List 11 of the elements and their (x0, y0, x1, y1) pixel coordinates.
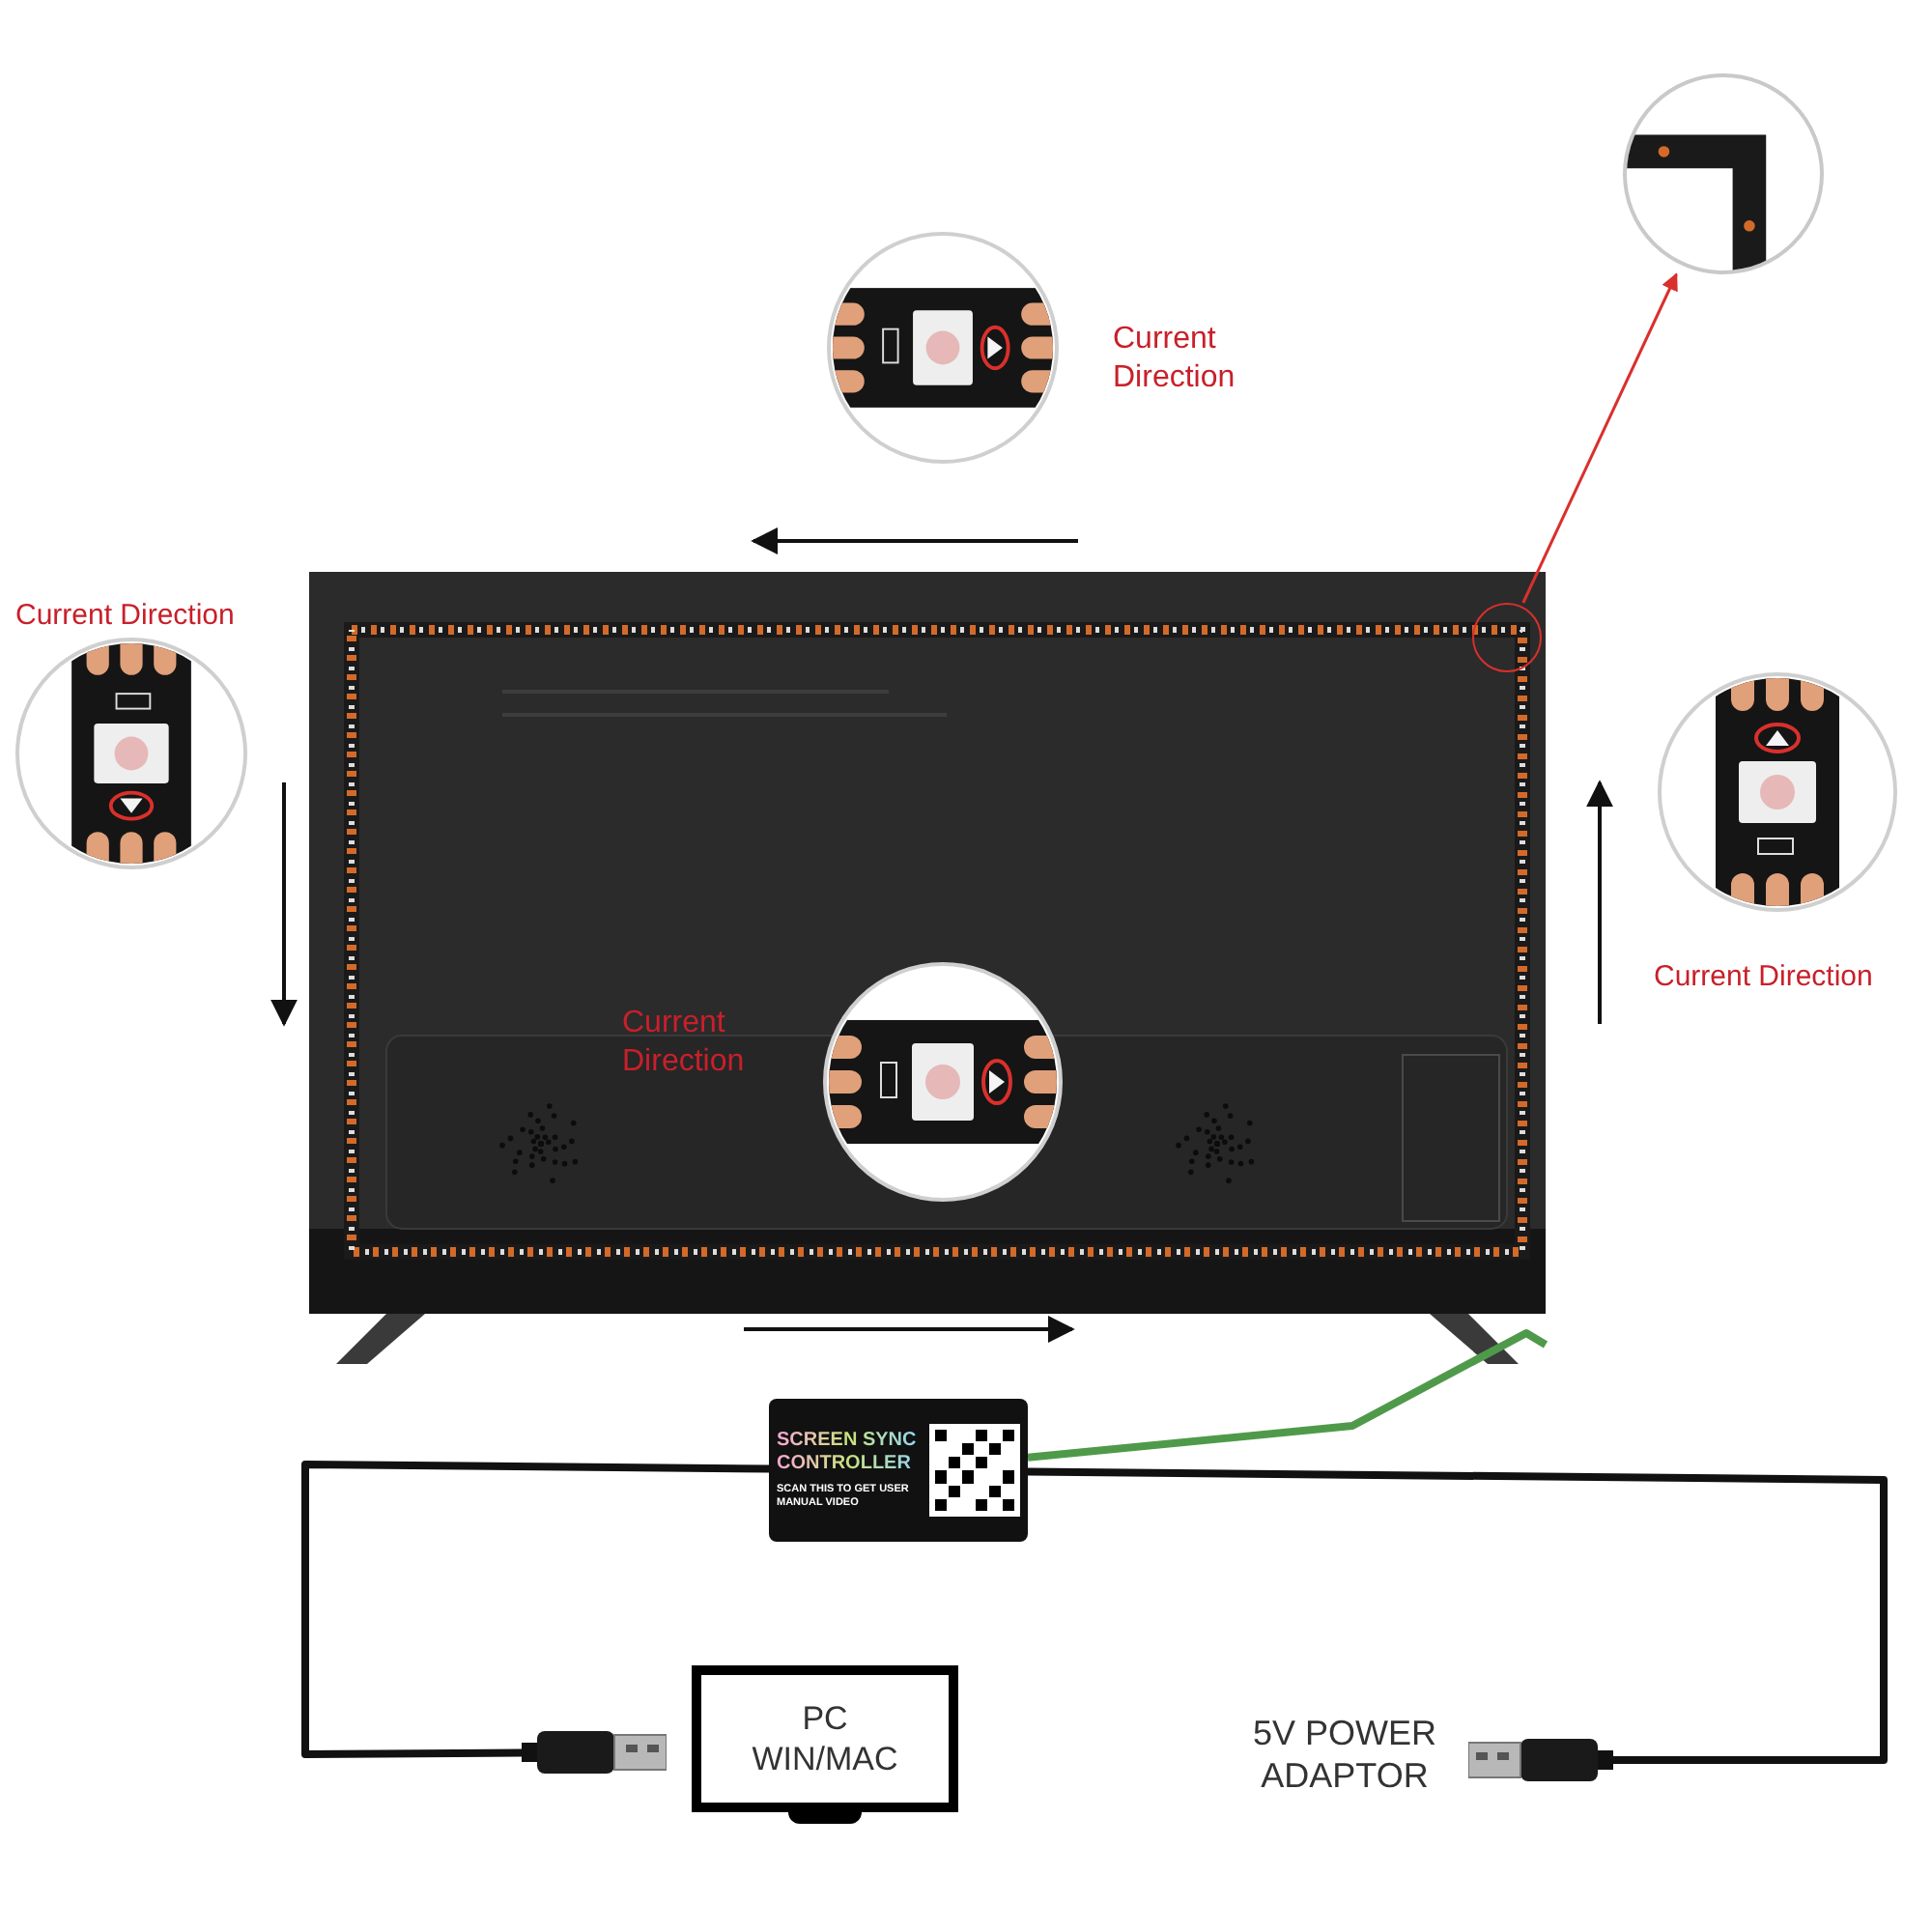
monitor-label: PC WIN/MAC (750, 1697, 900, 1780)
pointer-arrow (1521, 272, 1678, 604)
controller-box (769, 1399, 1028, 1542)
cable (301, 1461, 770, 1758)
callout-text: Current Direction (1654, 960, 1875, 997)
power-label: 5V POWER ADAPTOR (1250, 1711, 1439, 1798)
cable (1027, 1467, 1888, 1764)
callout-text: Current Direction (1113, 321, 1237, 398)
callout-text: Current Direction (622, 1005, 747, 1082)
callout-text: Current Direction (15, 599, 237, 636)
cable (1027, 1329, 1548, 1462)
